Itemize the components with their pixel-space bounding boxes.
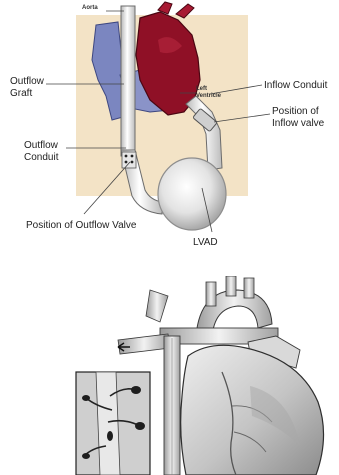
- label-position-inflow-valve: Position of Inflow valve: [272, 106, 324, 130]
- outflow-graft-tube: [121, 6, 135, 156]
- inset-vessel: [96, 372, 120, 475]
- label-aorta: Aorta: [82, 5, 98, 12]
- label-outflow-conduit: Outflow Conduit: [24, 140, 58, 164]
- outflow-valve-marker: [122, 152, 136, 168]
- lvad-schematic: Aorta Outflow Graft Left Ventricle Inflo…: [0, 0, 339, 270]
- lvad-pump: [158, 158, 226, 230]
- label-outflow-graft: Outflow Graft: [10, 76, 44, 100]
- cannula-left: [118, 334, 170, 354]
- label-left-ventricle: Left Ventricle: [196, 86, 221, 100]
- label-position-outflow-valve: Position of Outflow Valve: [26, 220, 136, 232]
- heart-illustration: [0, 276, 339, 475]
- label-inflow-conduit: Inflow Conduit: [264, 80, 327, 92]
- superior-vena-cava: [146, 290, 168, 322]
- label-lvad: LVAD: [193, 237, 218, 249]
- carotid-branch: [226, 276, 236, 296]
- subclavian-branch: [244, 278, 254, 298]
- heart-illustration-art: [0, 276, 339, 475]
- brachiocephalic-branch: [206, 282, 216, 306]
